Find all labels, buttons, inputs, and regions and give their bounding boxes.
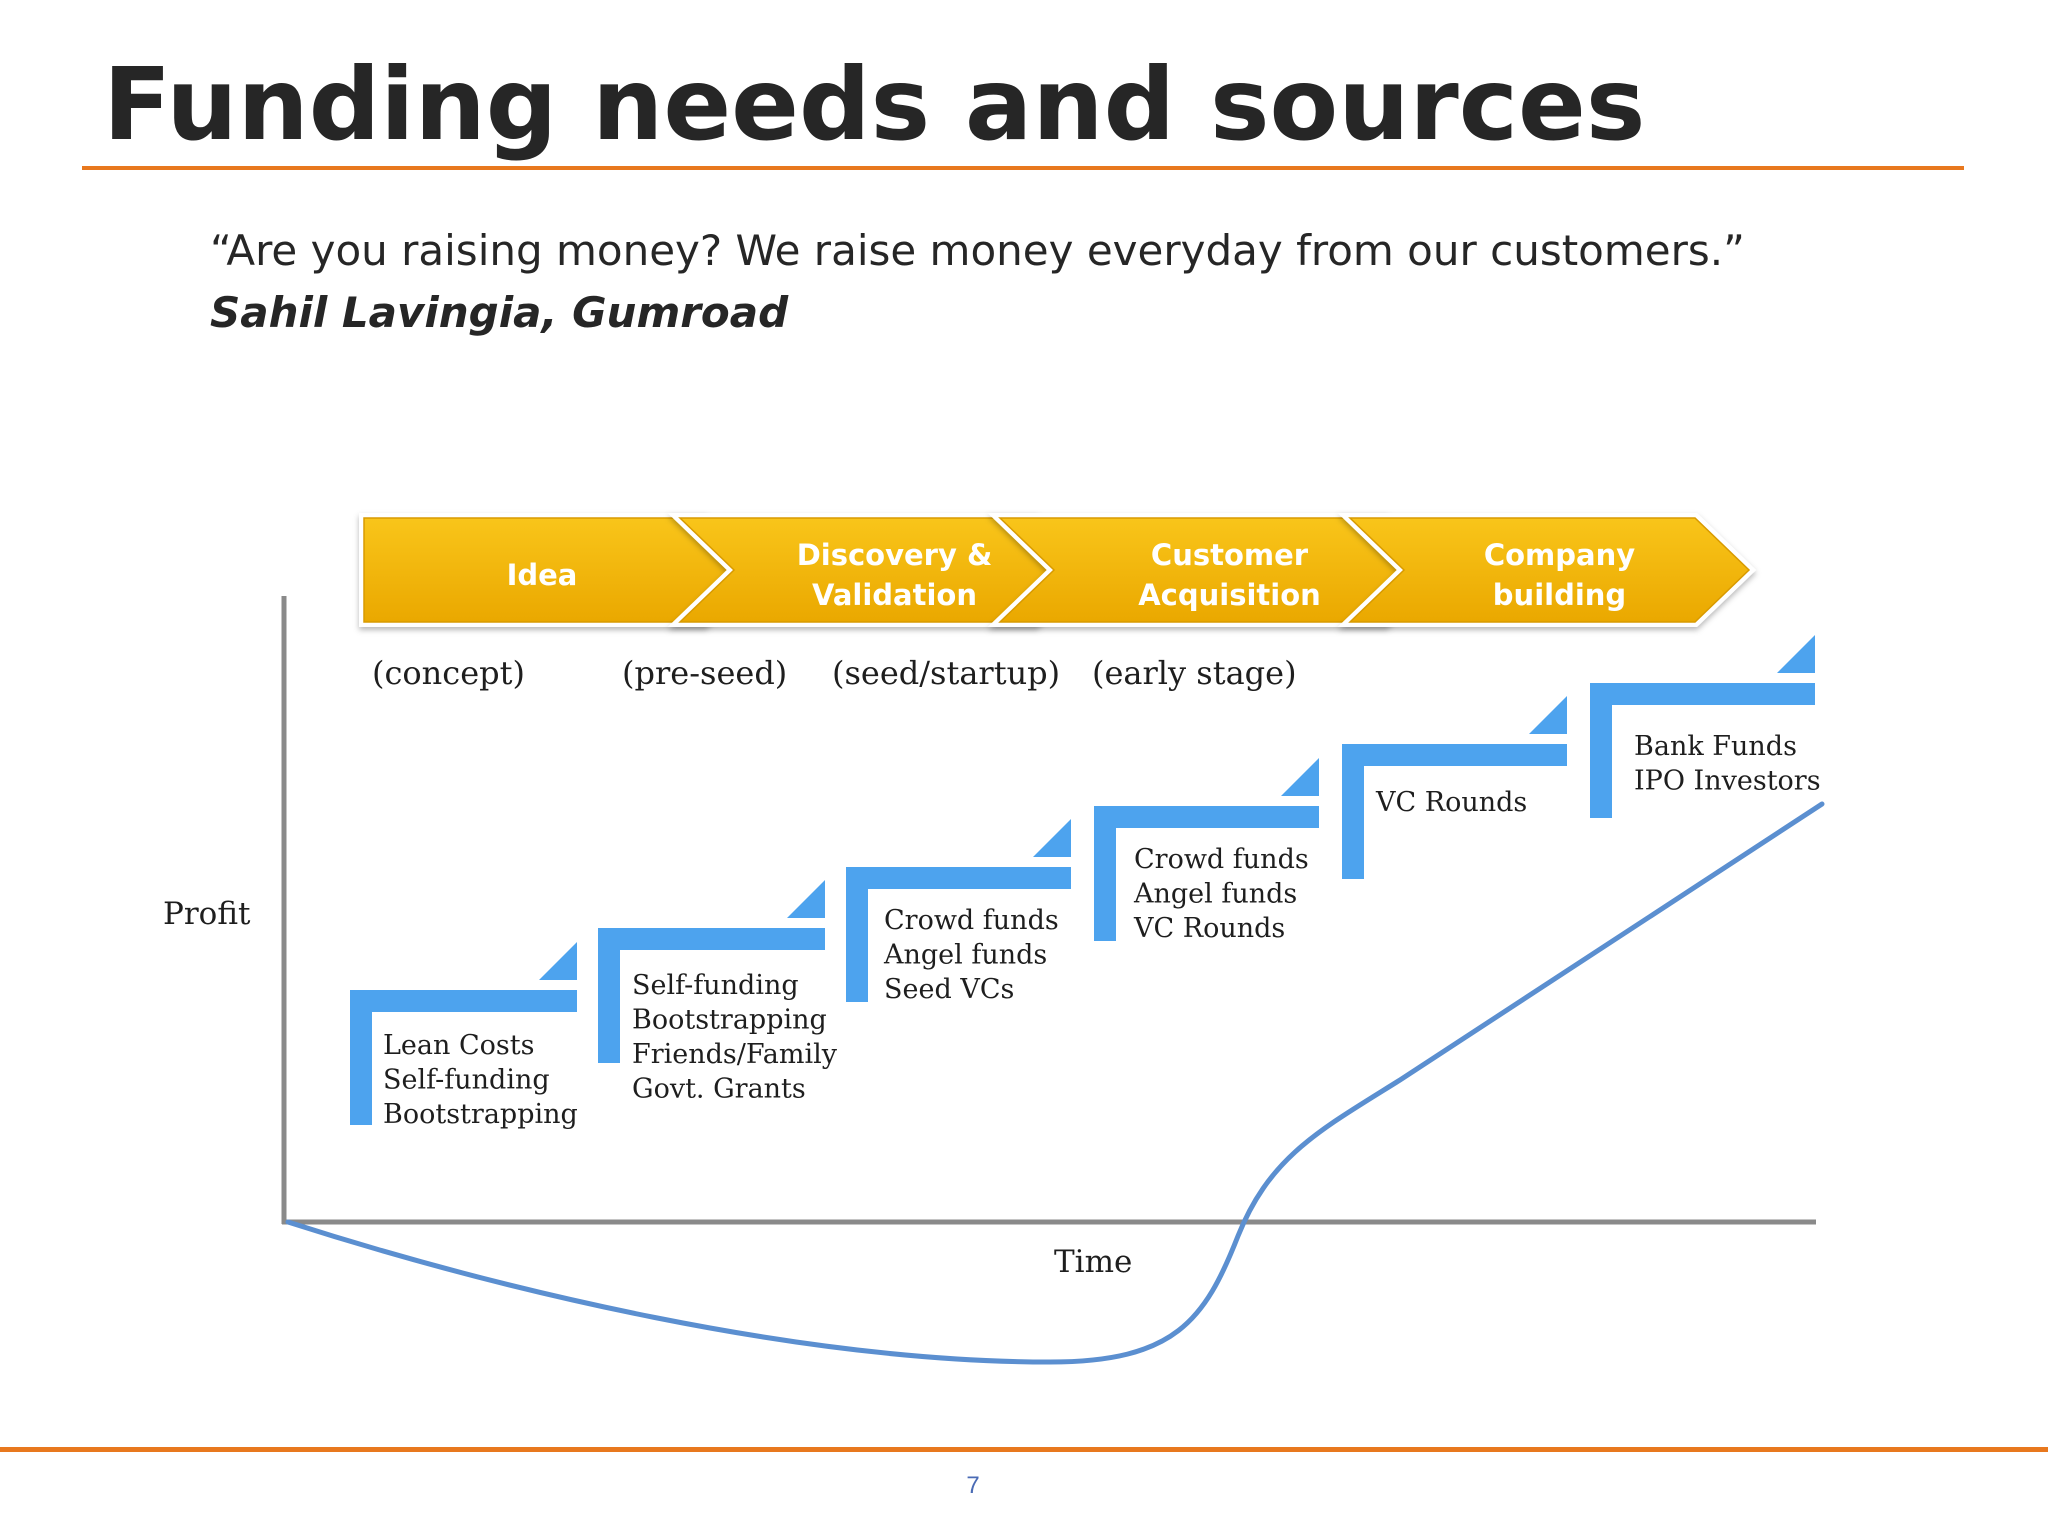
step-bracket <box>1094 806 1319 941</box>
profit-curve <box>285 801 1825 1365</box>
x-axis-label: Time <box>1054 1244 1132 1280</box>
stage-name-line: building <box>1493 578 1626 612</box>
chevron-fill <box>1348 517 1751 623</box>
step-label-line: IPO Investors <box>1634 766 1821 797</box>
step-label-line: Bootstrapping <box>383 1099 578 1130</box>
stage-name-line: Discovery & <box>797 538 993 572</box>
stage-chevron-1: Idea <box>359 513 766 627</box>
axes-layer <box>281 596 1816 1225</box>
stage-chevrons: Idea Discovery & Validation CustomerAcquisi… <box>359 513 1757 627</box>
stage-labels: (concept) (pre-seed) (seed/startup) (early … <box>372 654 1297 692</box>
stage-label-2: (pre-seed) <box>622 654 787 692</box>
stage-name-line: Idea <box>507 558 578 592</box>
step-arrow-icon <box>1777 635 1815 673</box>
y-axis-label: Profit <box>163 896 251 932</box>
step-bracket <box>1590 683 1815 818</box>
step-arrow-icon <box>1033 819 1071 857</box>
step-bracket <box>846 867 1071 1002</box>
step-label-line: Self-funding <box>383 1065 550 1096</box>
step-label-line: VC Rounds <box>1133 913 1285 944</box>
footer-rule <box>0 1447 2048 1452</box>
curve-layer <box>285 801 1825 1365</box>
step-arrow-icon <box>539 942 577 980</box>
stage-label-1: (concept) <box>372 654 525 692</box>
stage-label-4: (early stage) <box>1092 654 1297 692</box>
stage-name-line: Customer <box>1151 538 1309 572</box>
step-label-line: Friends/Family <box>632 1039 838 1070</box>
title-underline <box>82 166 1964 170</box>
stage-name-line: Acquisition <box>1138 578 1321 612</box>
step-bracket <box>1342 744 1567 879</box>
step-label-line: Bank Funds <box>1634 731 1797 762</box>
step-arrow-icon <box>1529 696 1567 734</box>
quote-author: Sahil Lavingia, Gumroad <box>210 288 789 337</box>
quote-text: “Are you raising money? We raise money e… <box>210 226 1745 275</box>
step-label-line: VC Rounds <box>1375 787 1527 818</box>
step-label-line: Angel funds <box>1133 879 1297 910</box>
step-label-line: Angel funds <box>883 940 1047 971</box>
funding-step-5: VC Rounds <box>1342 696 1567 879</box>
funding-steps: Lean CostsSelf-fundingBootstrappingSelf-… <box>350 635 1821 1130</box>
page-number: 7 <box>966 1472 980 1499</box>
stage-name-line: Company <box>1484 538 1635 572</box>
step-label-line: Govt. Grants <box>632 1074 806 1105</box>
step-label-line: Bootstrapping <box>632 1005 827 1036</box>
funding-step-2: Self-fundingBootstrappingFriends/FamilyG… <box>598 880 838 1105</box>
step-label-line: Self-funding <box>632 970 799 1001</box>
step-label-line: Seed VCs <box>884 974 1014 1005</box>
quote-block: “Are you raising money? We raise money e… <box>210 220 1745 344</box>
step-bracket <box>350 990 577 1125</box>
funding-diagram: Idea Discovery & Validation CustomerAcquisi… <box>163 513 1825 1365</box>
step-label-line: Lean Costs <box>383 1030 534 1061</box>
step-arrow-icon <box>787 880 825 918</box>
step-label-line: Crowd funds <box>884 905 1059 936</box>
stage-chevron-4: Company building <box>1337 513 1757 627</box>
stage-name-line: Validation <box>812 578 977 612</box>
step-bracket <box>598 928 825 1063</box>
slide-title: Funding needs and sources <box>103 46 1646 163</box>
stage-label-3: (seed/startup) <box>832 654 1060 692</box>
step-label-line: Crowd funds <box>1134 844 1309 875</box>
step-arrow-icon <box>1281 758 1319 796</box>
